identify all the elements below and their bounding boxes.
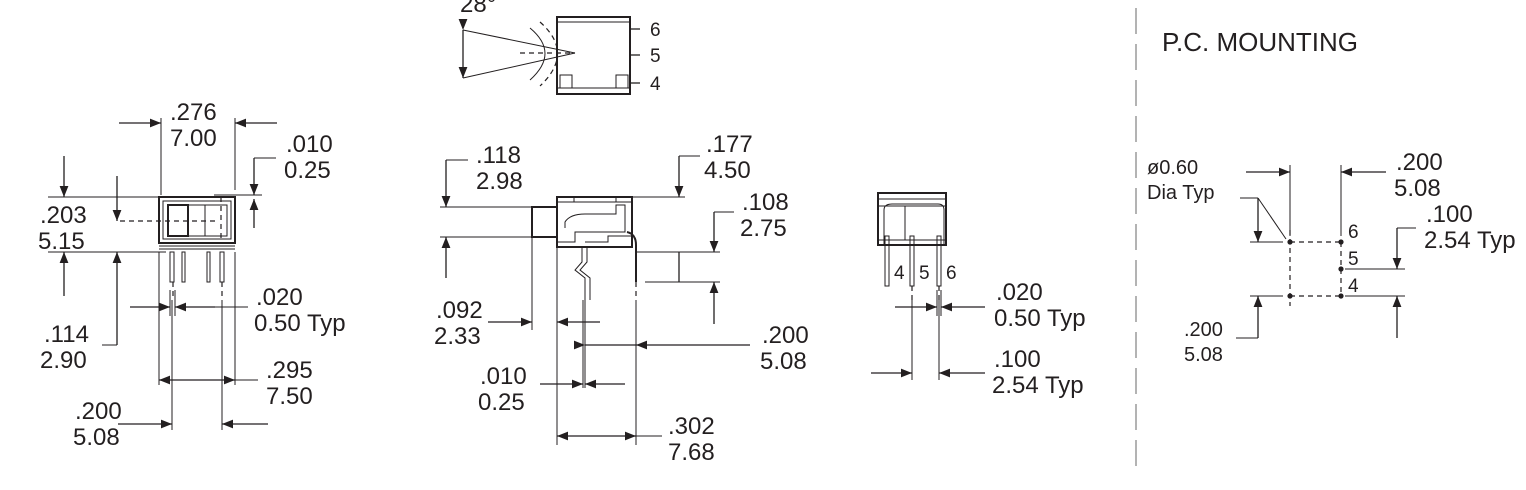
pcb-pitch-in: .100 [1426,201,1473,228]
pcb-pin-5: 5 [1348,249,1359,270]
pcb-pin-4: 4 [1348,276,1359,297]
pcb-hspan-mm: 5.08 [1394,175,1441,202]
pc-mounting: P.C. MOUNTING ø0.60 Dia Typ 6 5 4 .200 5… [1147,27,1516,366]
side-thick-mm: 0.25 [478,389,525,416]
top-view: 28° 6 5 4 [458,0,661,95]
front-view: .276 7.00 .010 0.25 .203 5.15 .114 2.90 … [38,99,346,451]
end-pin-6: 6 [946,263,957,284]
side-thick-in: .010 [480,363,527,390]
top-pin-5: 5 [650,46,661,67]
front-pinspan-in: .200 [75,398,122,425]
pcb-pitch-mm: 2.54 Typ [1424,227,1516,254]
side-leverpos-in: .092 [436,297,483,324]
side-leverpos-mm: 2.33 [434,323,481,350]
pcb-hspan-in: .200 [1396,149,1443,176]
pcb-pin-6: 6 [1348,222,1359,243]
front-height-in: .203 [40,202,87,229]
end-pinw-mm: 0.50 Typ [994,305,1086,332]
end-pin-4: 4 [894,263,905,284]
side-lever-mm: 2.98 [476,168,523,195]
side-top-mm: 4.50 [704,157,751,184]
front-width-mm: 7.00 [170,125,217,152]
side-lever-in: .118 [476,142,521,169]
side-view: .118 2.98 .177 4.50 .108 2.75 .092 2.33 … [434,131,809,466]
pcb-vspan-mm: 5.08 [1184,344,1223,366]
front-pinlen-in: .114 [44,321,89,348]
top-pin-4: 4 [650,74,661,95]
side-depth-in: .302 [668,413,715,440]
pcb-hole-label: ø0.60 [1147,157,1198,179]
front-offset-in: .010 [286,131,333,158]
end-pitch-in: .100 [994,346,1041,373]
front-pinw-in: .020 [256,284,303,311]
pcb-vspan-in: .200 [1184,319,1223,341]
end-pin-5: 5 [919,263,930,284]
side-height-mm: 2.75 [740,215,787,242]
side-top-in: .177 [706,131,753,158]
front-span-mm: 7.50 [266,383,313,410]
pcb-hole-sub: Dia Typ [1147,182,1214,204]
side-depth-mm: 7.68 [668,439,715,466]
front-height-mm: 5.15 [38,228,85,255]
side-body [556,196,633,248]
front-offset-mm: 0.25 [284,157,331,184]
end-pitch-mm: 2.54 Typ [992,372,1084,399]
side-height-in: .108 [742,189,789,216]
side-lead-mm: 5.08 [760,348,807,375]
side-lead-in: .200 [762,322,809,349]
pcb-holes [1287,239,1344,299]
pcb-title: P.C. MOUNTING [1162,27,1358,57]
front-span-in: .295 [266,357,313,384]
end-pinw-in: .020 [996,279,1043,306]
top-pin-6: 6 [650,20,661,41]
front-pinw-mm: 0.50 Typ [254,310,346,337]
end-body [877,192,947,246]
front-pinspan-mm: 5.08 [73,424,120,451]
end-view: 4 5 6 .020 0.50 Typ .100 2.54 Typ [871,192,1086,399]
angle-label: 28° [460,0,496,18]
front-pinlen-mm: 2.90 [40,347,87,374]
front-width-in: .276 [170,99,217,126]
